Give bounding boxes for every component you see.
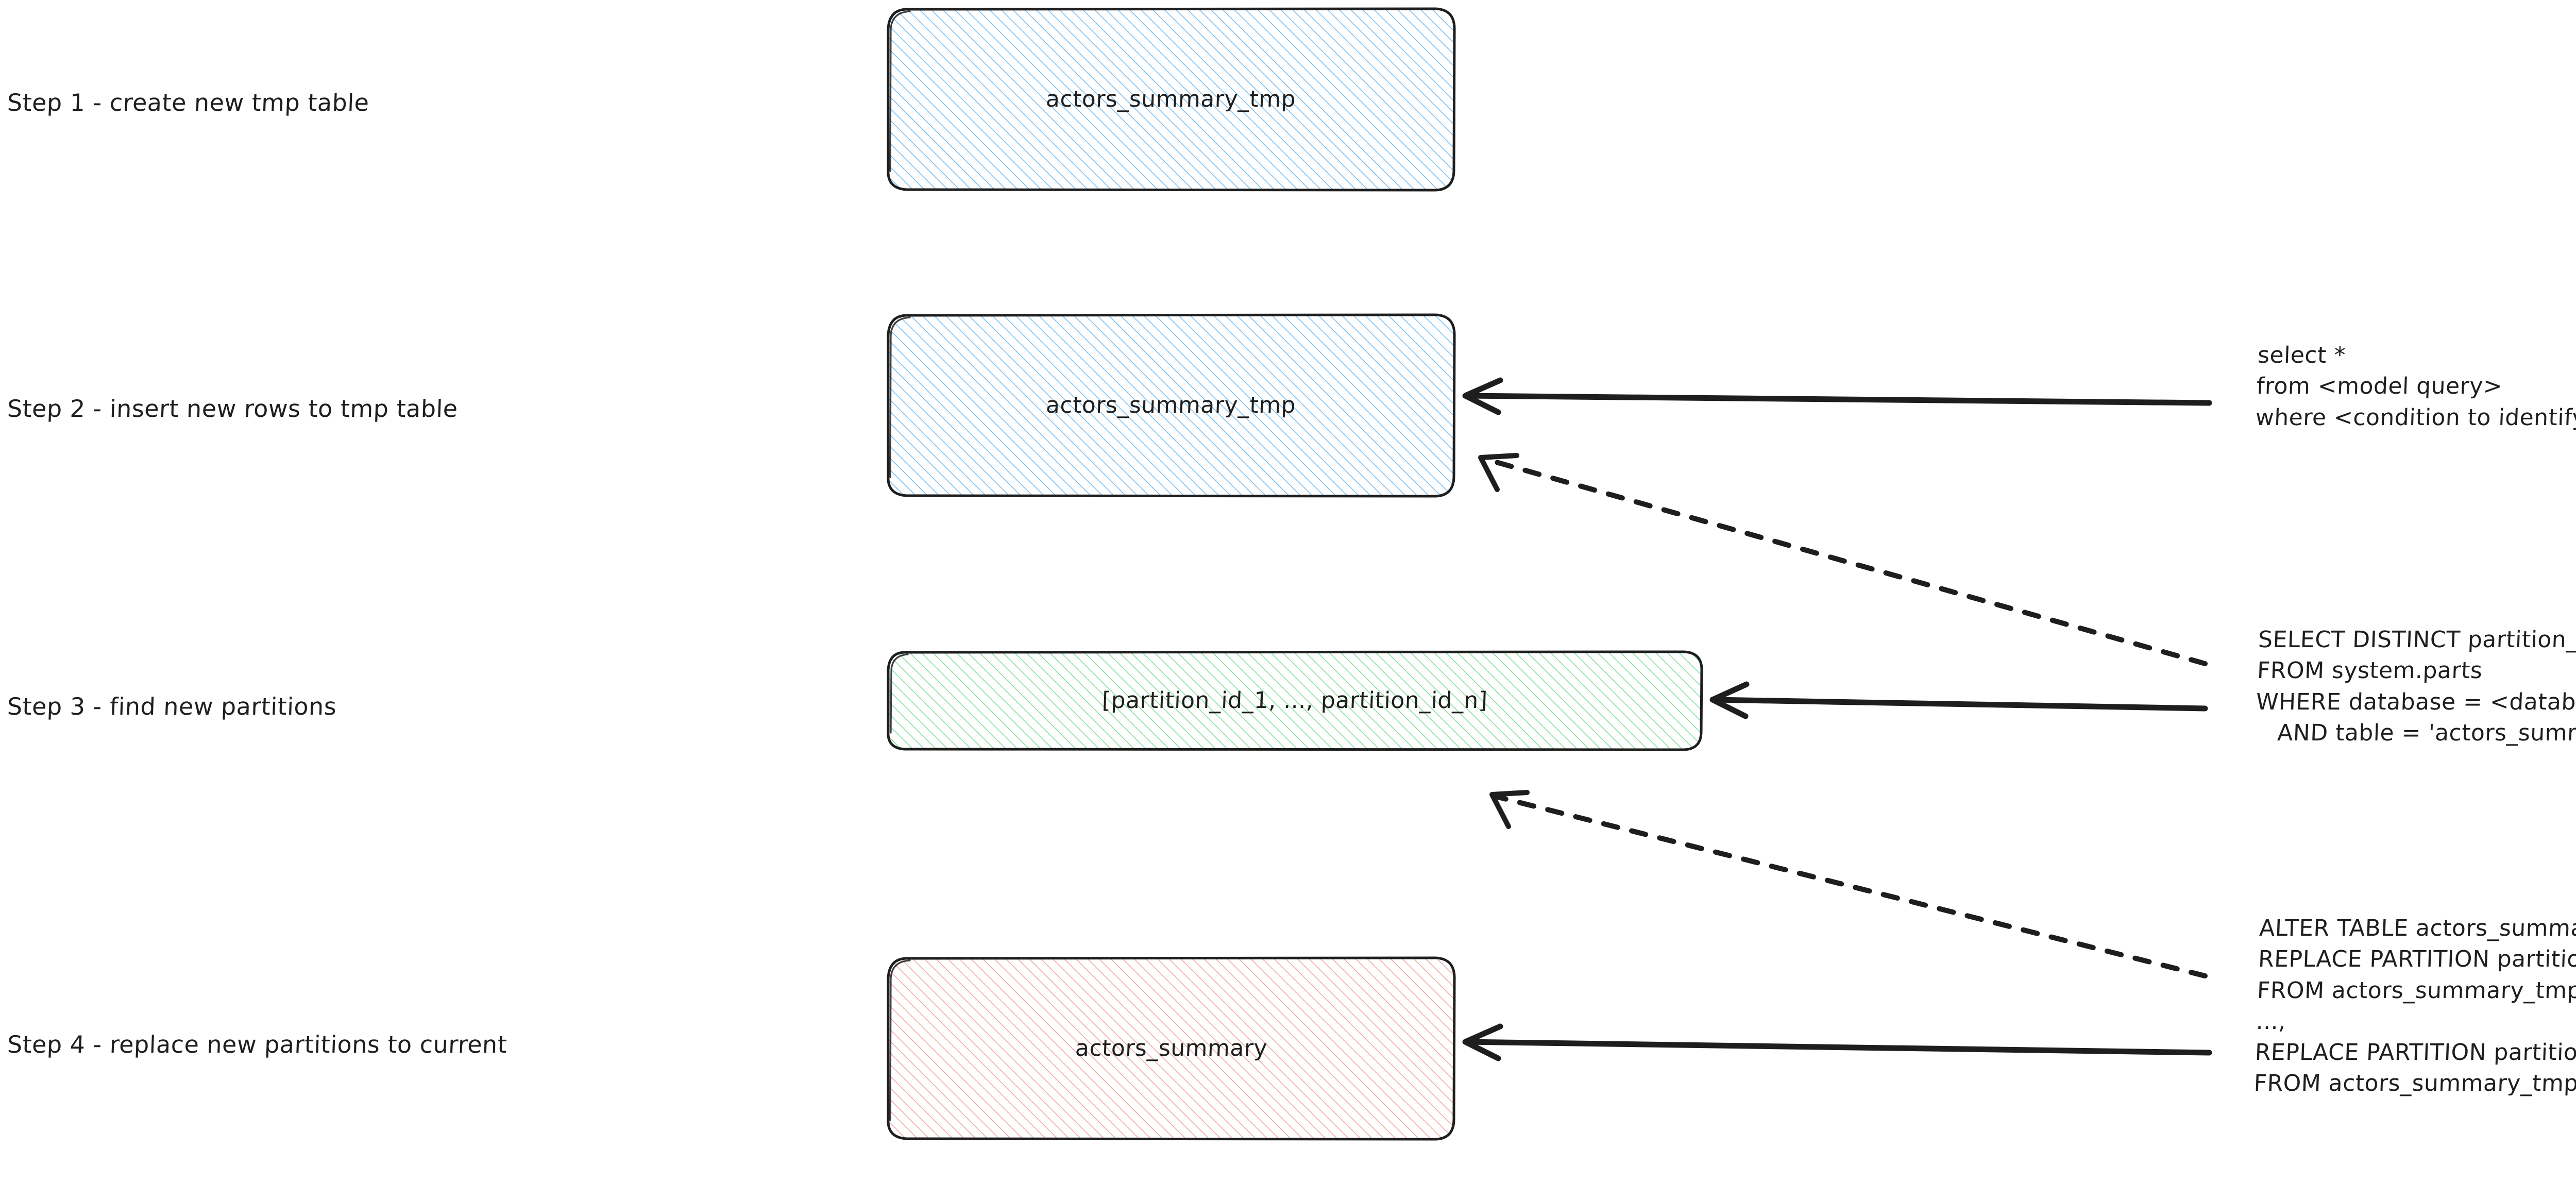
step-label-2: Step 2 - insert new rows to tmp table (7, 395, 459, 423)
node-text: [partition_id_1, ..., partition_id_n] (1101, 687, 1488, 714)
step-label-4: Step 4 - replace new partitions to curre… (7, 1031, 508, 1058)
node-label-tmp-table-step2[interactable]: actors_summary_tmp (888, 314, 1454, 496)
node-tmp-table-step2[interactable] (887, 313, 1456, 498)
node-text: actors_summary_tmp (1045, 86, 1297, 112)
connector-tmp-table-to-find-partitions (1478, 453, 2208, 666)
connector-insert-query-to-tmp-table (1462, 377, 2212, 415)
sql-find-partitions-query: SELECT DISTINCT partition_id FROM system… (2256, 627, 2576, 746)
sql-insert-query: select * from <model query> where <condi… (2255, 342, 2576, 431)
node-label-partitions-list[interactable]: [partition_id_1, ..., partition_id_n] (888, 651, 1702, 749)
node-tmp-table-step1[interactable] (887, 7, 1456, 192)
node-text: actors_summary (1074, 1035, 1268, 1061)
connector-replace-query-to-actors-summary (1462, 1023, 2212, 1061)
node-text: actors_summary_tmp (1045, 392, 1297, 418)
node-label-tmp-table-step1[interactable]: actors_summary_tmp (888, 8, 1454, 190)
step-label-3: Step 3 - find new partitions (7, 693, 337, 720)
node-actors-summary[interactable] (887, 956, 1456, 1141)
sql-replace-partitions-query: ALTER TABLE actors_summary REPLACE PARTI… (2253, 915, 2576, 1097)
step-label-1: Step 1 - create new tmp table (7, 89, 370, 116)
connector-partitions-list-to-replace-query (1489, 790, 2208, 978)
connector-find-partitions-query-to-partitions-list (1709, 681, 2208, 719)
node-partitions-list[interactable] (887, 650, 1703, 751)
node-label-actors-summary[interactable]: actors_summary (888, 957, 1454, 1139)
